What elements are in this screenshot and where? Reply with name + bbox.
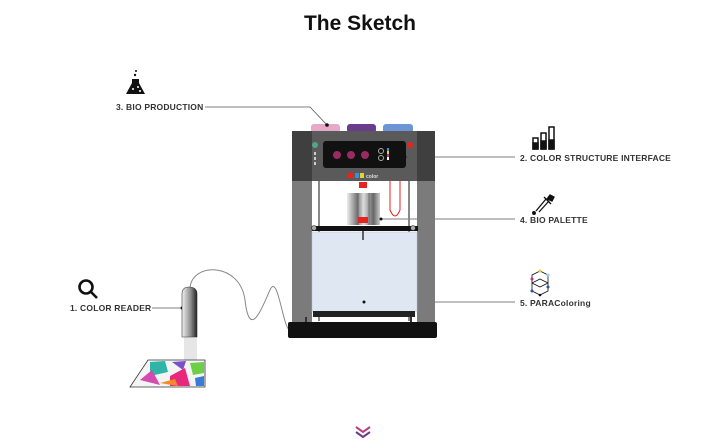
- cap-pink: [311, 124, 340, 133]
- label-color-reader: 1. COLOR READER: [70, 303, 152, 313]
- culture-tank: [311, 231, 418, 313]
- dropper-icon: [532, 194, 555, 215]
- label-bio-palette: 4. BIO PALETTE: [520, 215, 588, 225]
- color-reader-device: [181, 286, 198, 361]
- svg-text:color: color: [366, 174, 378, 180]
- machine-base: [288, 322, 437, 338]
- leg-right: [417, 181, 435, 322]
- label-bio-production: 3. BIO PRODUCTION: [116, 102, 204, 112]
- chevron-down-icon[interactable]: [354, 424, 372, 440]
- bar-signal-icon: [532, 126, 555, 150]
- molecule-icon: [530, 269, 550, 297]
- leg-left: [292, 181, 312, 322]
- cap-purple: [347, 124, 376, 133]
- reader-cable: [189, 269, 291, 331]
- label-paracoloring: 5. PARAColoring: [520, 298, 591, 308]
- label-color-structure-interface: 2. COLOR STRUCTURE INTERFACE: [520, 153, 672, 163]
- page-title: The Sketch: [303, 12, 417, 35]
- flask-icon: [126, 70, 145, 94]
- bio-printer-machine: color: [288, 124, 437, 338]
- color-sample-mat: [129, 359, 206, 388]
- cap-blue: [383, 124, 413, 133]
- leader-lines: [152, 106, 515, 309]
- magnifier-icon: [78, 279, 98, 299]
